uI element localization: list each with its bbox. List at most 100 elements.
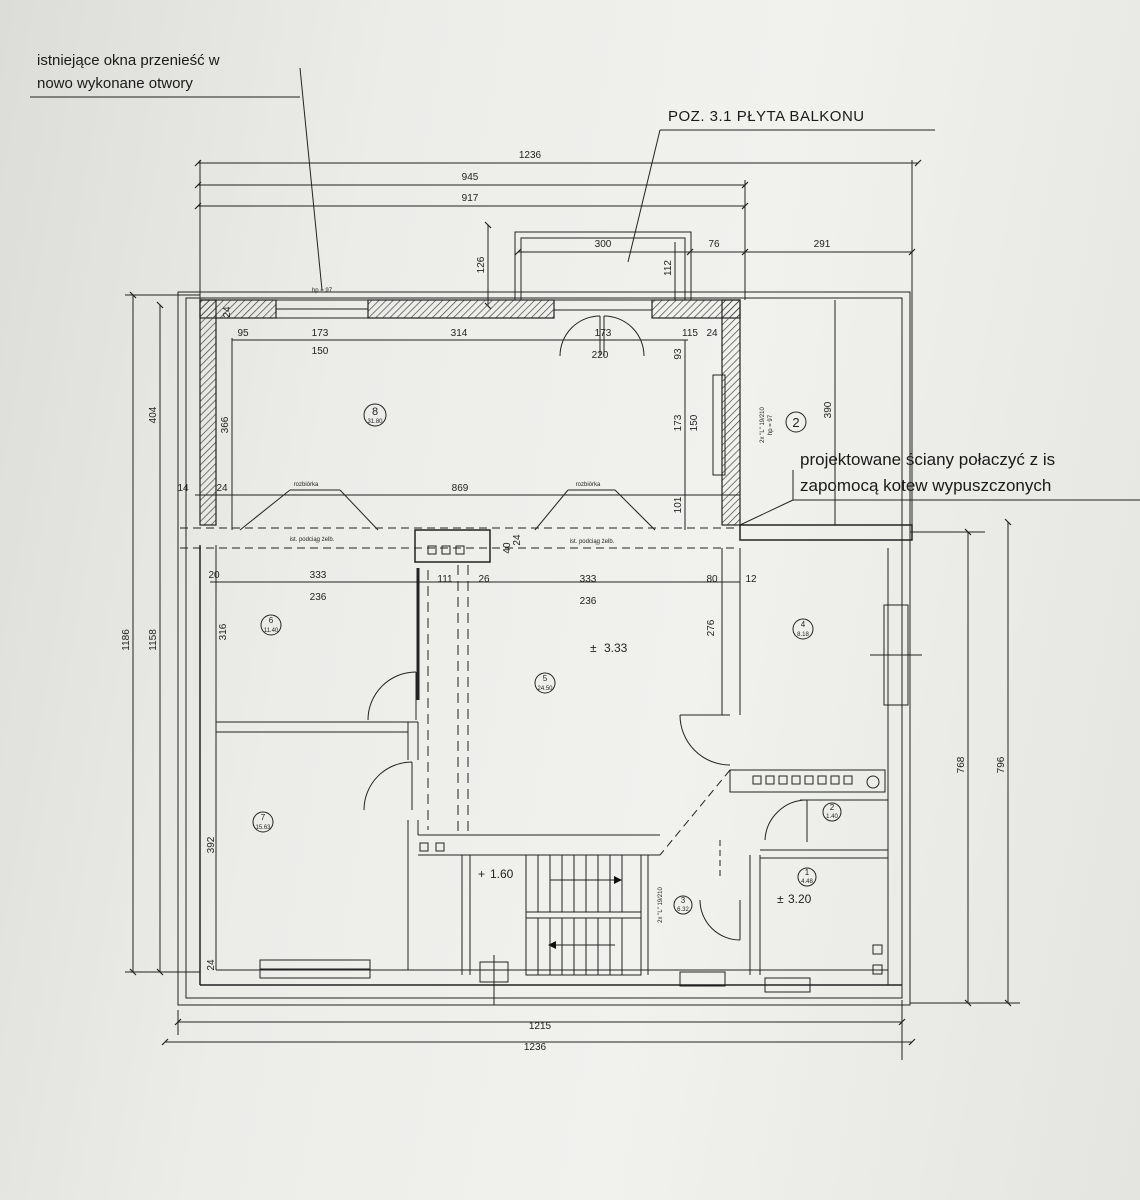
room-marker-4: [792, 618, 814, 640]
chimney-block: [414, 529, 491, 563]
diagonal-dashed: [659, 769, 731, 856]
dim-1236-bottom: 1236: [524, 1042, 547, 1053]
room-8-number: 8: [372, 406, 378, 418]
staircase: [525, 854, 642, 976]
dim-115: 115: [682, 328, 698, 339]
room-1-number: 1: [805, 868, 810, 877]
dim-150a: 150: [312, 346, 329, 357]
room-4-number: 4: [801, 620, 806, 629]
dim-112: 112: [663, 260, 674, 276]
room-7-number: 7: [261, 813, 266, 822]
dim-276: 276: [706, 619, 717, 636]
elevation-333: 3.33: [604, 641, 628, 655]
room-marker-8: [363, 403, 387, 427]
room-6-number: 6: [269, 616, 274, 625]
window-note-line2: nowo wykonane otwory: [37, 75, 193, 92]
door-label-stair: 2x "L" 19/210: [658, 887, 664, 923]
window-note-line1: istniejące okna przenieść w: [37, 52, 220, 69]
stove-burners: [752, 775, 853, 785]
demolition-leader-2c: [614, 489, 656, 531]
beam-label-1: ist. podciąg żelb.: [290, 537, 335, 543]
dim-40: 40: [502, 542, 513, 554]
dim-111: 111: [437, 574, 453, 585]
dim-236a: 236: [310, 592, 327, 603]
room-marker-1: [797, 867, 817, 887]
balcony-door-swing-left: [559, 315, 601, 357]
door-swing-room6: [367, 671, 417, 721]
room-3-number: 3: [681, 896, 686, 905]
room-5-area: 24.50: [537, 686, 553, 692]
elevation-160-sign: +: [478, 867, 485, 881]
stair-treads: [526, 855, 641, 975]
room-2-top-number: 2: [792, 415, 799, 430]
walls-note-leader: [739, 499, 794, 526]
balcony-note: POZ. 3.1 PŁYTA BALKONU: [668, 108, 865, 125]
dim-945: 945: [462, 172, 479, 183]
beam-label-2: ist. podciąg żelb.: [570, 539, 615, 545]
dim-869: 869: [452, 483, 469, 494]
room-marker-6: [260, 614, 282, 636]
demolition-leader-1c: [339, 489, 379, 531]
dim-300: 300: [595, 239, 612, 250]
door-label-top: 2x "L" 19/210: [760, 407, 766, 443]
rozbiorka-2: rozbiórka: [576, 482, 601, 488]
dim-768: 768: [956, 756, 967, 773]
balcony-note-leader: [627, 129, 661, 263]
elevation-320: 3.20: [788, 892, 812, 906]
window-bottom-room1: [764, 977, 811, 993]
door-swing-bath2: [764, 799, 808, 841]
dim-1215: 1215: [529, 1021, 552, 1032]
dim-796: 796: [996, 756, 1007, 773]
dim-95: 95: [237, 328, 249, 339]
room-8-area: 31.80: [367, 419, 383, 425]
wall-right-upper: [721, 299, 741, 526]
room-5-number: 5: [543, 674, 548, 683]
dim-173v: 173: [673, 414, 684, 431]
dim-101: 101: [673, 496, 684, 513]
dim-392: 392: [206, 836, 217, 853]
dim-126: 126: [476, 256, 487, 273]
new-wall-connection: [739, 524, 913, 541]
dim-316: 316: [218, 623, 229, 640]
wall-left-upper: [199, 299, 217, 526]
dim-24c: 24: [216, 483, 228, 494]
dim-236b: 236: [580, 596, 597, 607]
dim-173a: 173: [312, 328, 329, 339]
door-swing-room7: [363, 761, 413, 811]
dim-12: 12: [745, 574, 757, 585]
dim-93: 93: [673, 348, 684, 360]
window-bottom-room3: [679, 971, 726, 987]
dim-220: 220: [592, 350, 609, 361]
walls-note-line2: zapomocą kotew wypuszczonych: [800, 476, 1052, 495]
dim-404: 404: [148, 406, 159, 423]
outer-outline: [177, 291, 911, 1006]
dim-150v: 150: [689, 414, 700, 431]
flue-2: [441, 545, 451, 555]
dim-24d: 24: [512, 534, 523, 546]
dim-173b: 173: [595, 328, 612, 339]
dim-14: 14: [177, 483, 189, 494]
room-7-area: 15.63: [255, 825, 271, 831]
balcony-door-swing-right: [603, 315, 645, 357]
room-marker-2-bath: [822, 802, 842, 822]
window-right-upper: [712, 374, 726, 476]
demolition-leader-2a: [534, 489, 569, 531]
room-marker-2-top: [785, 411, 807, 433]
dim-314: 314: [451, 328, 468, 339]
window-note-leader: [299, 67, 323, 291]
dim-24e: 24: [206, 959, 217, 971]
flue-3: [455, 545, 465, 555]
dim-24a: 24: [706, 328, 718, 339]
elevation-160: 1.60: [490, 867, 514, 881]
room-marker-7: [252, 811, 274, 833]
dim-76: 76: [708, 239, 720, 250]
dim-20: 20: [208, 570, 220, 581]
kitchen-counter: [729, 769, 886, 793]
dim-390: 390: [823, 401, 834, 418]
door-swing-room4: [679, 714, 731, 766]
dim-917: 917: [462, 193, 479, 204]
vent-3: [872, 944, 883, 955]
room-4-area: 8.18: [797, 632, 809, 638]
